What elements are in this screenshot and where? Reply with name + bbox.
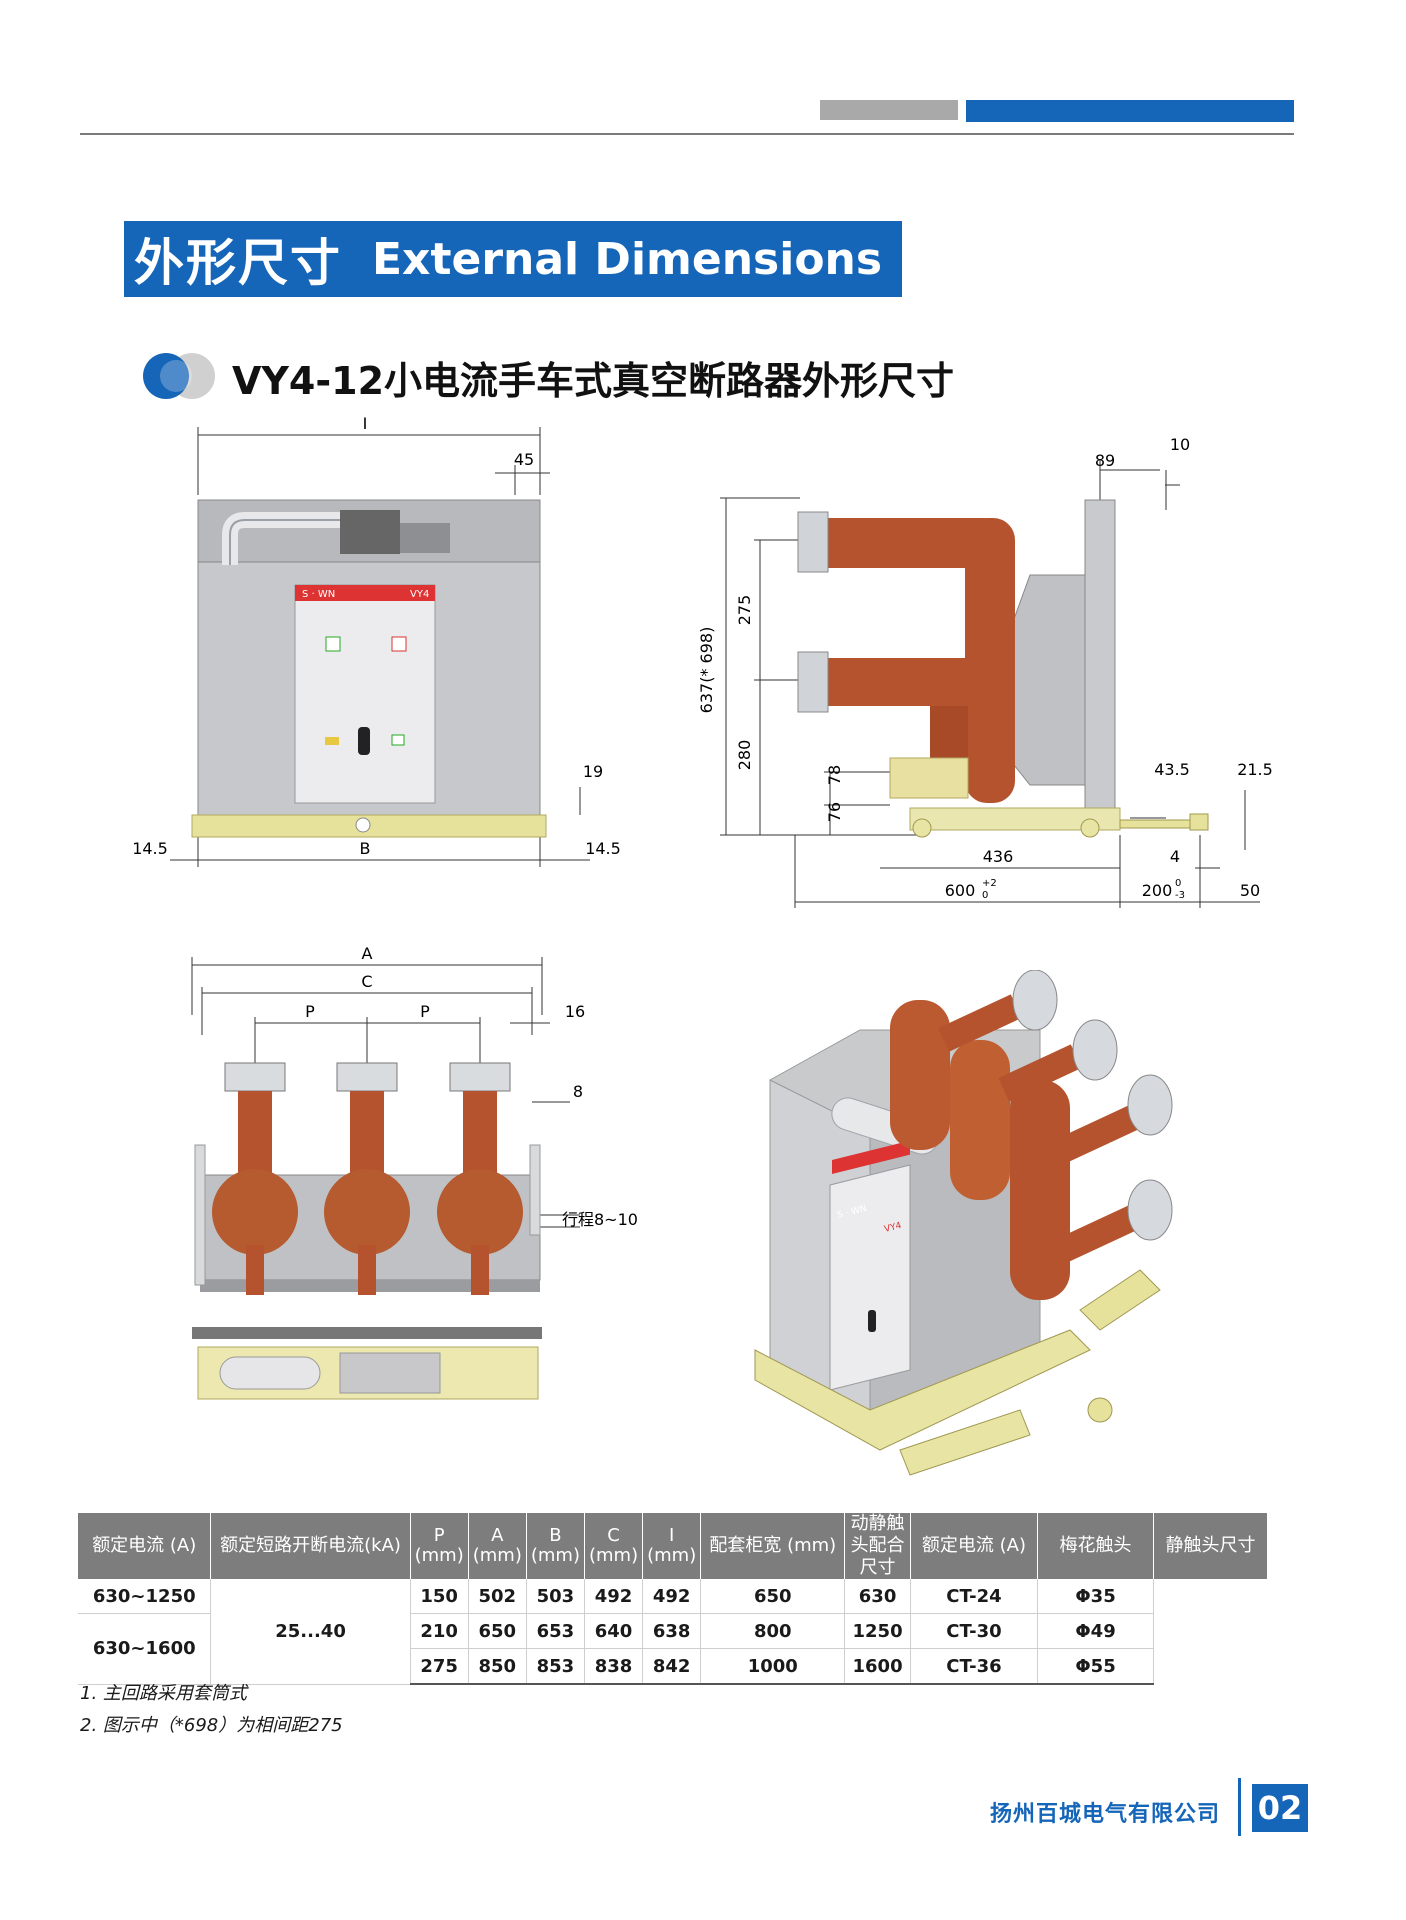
header-accent-gray [820, 100, 958, 120]
header-accent-blue [966, 100, 1294, 122]
footnote-1: 1. 主回路采用套筒式 [80, 1683, 247, 1704]
cell-I: 842 [642, 1648, 702, 1685]
cell-P: 210 [410, 1613, 469, 1649]
dim-275: 275 [735, 595, 754, 626]
cell-B: 503 [526, 1579, 585, 1614]
th-cabinet-width: 配套柜宽 (mm) [700, 1513, 846, 1579]
dim-280: 280 [735, 740, 754, 771]
th-B: B(mm) [526, 1513, 585, 1579]
page-number: 02 [1252, 1784, 1308, 1832]
dim-200-tol-dn: -3 [1175, 890, 1185, 901]
th-static-contact: 静触头尺寸 [1153, 1513, 1269, 1579]
dim-50: 50 [1240, 881, 1260, 900]
th-I: I(mm) [642, 1513, 702, 1579]
cell-A: 850 [468, 1648, 527, 1685]
iso-model-label: VY4 [883, 1221, 903, 1235]
footnote-2: 2. 图示中（*698）为相间距275 [80, 1715, 343, 1736]
cell-width: 650 [700, 1579, 846, 1614]
dim-left-14-5: 14.5 [132, 839, 168, 858]
cell-I: 638 [642, 1613, 702, 1649]
dim-600: 600 [945, 881, 976, 900]
th-C: C(mm) [584, 1513, 644, 1579]
dim-436: 436 [983, 847, 1014, 866]
dim-19: 19 [583, 762, 603, 781]
dim-89: 89 [1095, 451, 1115, 470]
isometric-view-drawing: S · WN VY4 [754, 970, 1173, 1476]
cell-I: 492 [642, 1579, 702, 1614]
dim-P-right: P [420, 1002, 430, 1021]
cell-A: 650 [468, 1613, 527, 1649]
cell-current: 630~1250 [78, 1579, 212, 1614]
cell-breaking: 25...40 [210, 1579, 411, 1685]
front-model-label: VY4 [410, 589, 429, 600]
th-A: A(mm) [468, 1513, 527, 1579]
table-header-row: 额定电流 (A) 额定短路开断电流(kA) P(mm) A(mm) B(mm) … [78, 1513, 1269, 1579]
cell-plum: CT-30 [910, 1613, 1039, 1649]
cell-plum: CT-24 [910, 1579, 1039, 1614]
dim-right-14-5: 14.5 [585, 839, 621, 858]
dim-A: A [362, 945, 373, 963]
dim-76: 76 [825, 802, 844, 822]
drawing-subtitle: VY4-12小电流手车式真空断路器外形尺寸 [232, 359, 955, 403]
th-plum-contact: 梅花触头 [1037, 1513, 1154, 1579]
cell-C: 640 [584, 1613, 644, 1649]
cell-B: 853 [526, 1648, 585, 1685]
dim-200-tol-up: 0 [1175, 878, 1181, 889]
dim-P-left: P [305, 1002, 315, 1021]
table-row: 275 850 853 838 842 1000 1600 CT-36 Φ55 [78, 1648, 1268, 1685]
cell-C: 838 [584, 1648, 644, 1685]
cell-P: 275 [410, 1648, 469, 1685]
footnotes: 1. 主回路采用套筒式 2. 图示中（*698）为相间距275 [80, 1678, 343, 1742]
side-view-drawing: 637(* 698) 275 280 78 76 89 10 43.5 21.5… [697, 435, 1273, 908]
dim-stroke: 行程8~10 [562, 1210, 638, 1229]
section-title-cn: 外形尺寸 [134, 234, 342, 292]
dim-B: B [360, 839, 371, 858]
dim-C: C [361, 972, 372, 991]
footer-divider [1238, 1778, 1241, 1836]
cell-B: 653 [526, 1613, 585, 1649]
section-title-en: External Dimensions [372, 233, 883, 285]
th-rated-current-2: 额定电流 (A) [910, 1513, 1039, 1579]
cell-static: Φ55 [1037, 1648, 1154, 1685]
front-view-drawing: I 45 19 14.5 B 14.5 S · WN VY4 [132, 415, 621, 867]
th-rated-current: 额定电流 (A) [78, 1513, 212, 1579]
cell-current: 630~1600 [78, 1613, 212, 1685]
section-title: 外形尺寸 External Dimensions [124, 221, 902, 297]
dim-4: 4 [1170, 847, 1180, 866]
dim-600-tol-dn: 0 [982, 890, 988, 901]
dim-21-5: 21.5 [1237, 760, 1273, 779]
cell-rc: 630 [844, 1579, 911, 1614]
dim-10: 10 [1170, 435, 1190, 454]
dim-200: 200 [1142, 881, 1173, 900]
dim-16: 16 [565, 1002, 585, 1021]
table-row: 630~1250 25...40 150 502 503 492 492 650… [78, 1579, 1268, 1685]
table-row: 630~1600 210 650 653 640 638 800 1250 CT… [78, 1613, 1268, 1685]
cell-P: 150 [410, 1579, 469, 1614]
th-contact-size: 动静触头配合尺寸 [844, 1513, 911, 1579]
cell-rc: 1600 [844, 1648, 911, 1685]
th-P: P(mm) [410, 1513, 469, 1579]
cell-A: 502 [468, 1579, 527, 1614]
dim-78: 78 [825, 765, 844, 785]
spec-table: 额定电流 (A) 额定短路开断电流(kA) P(mm) A(mm) B(mm) … [78, 1513, 1269, 1685]
dim-600-tol-up: +2 [982, 878, 997, 889]
company-name: 扬州百城电气有限公司 [990, 1802, 1221, 1827]
dim-total-height: 637(* 698) [697, 627, 716, 714]
cell-static: Φ35 [1037, 1579, 1154, 1614]
dim-43-5: 43.5 [1154, 760, 1190, 779]
dim-45: 45 [514, 450, 534, 469]
front-brand-label: S · WN [302, 589, 335, 600]
dim-8: 8 [573, 1082, 583, 1101]
cell-rc: 1250 [844, 1613, 911, 1649]
header-rule [80, 133, 1294, 135]
cell-C: 492 [584, 1579, 644, 1614]
cell-plum: CT-36 [910, 1648, 1039, 1685]
dim-I: I [363, 415, 368, 433]
th-breaking-current: 额定短路开断电流(kA) [210, 1513, 411, 1579]
cell-static: Φ49 [1037, 1613, 1154, 1649]
subtitle-bullet-icon [143, 353, 215, 399]
top-view-drawing: A C P P 16 8 行程8~10 [191, 945, 638, 1400]
cell-width: 1000 [700, 1648, 846, 1685]
cell-width: 800 [700, 1613, 846, 1649]
